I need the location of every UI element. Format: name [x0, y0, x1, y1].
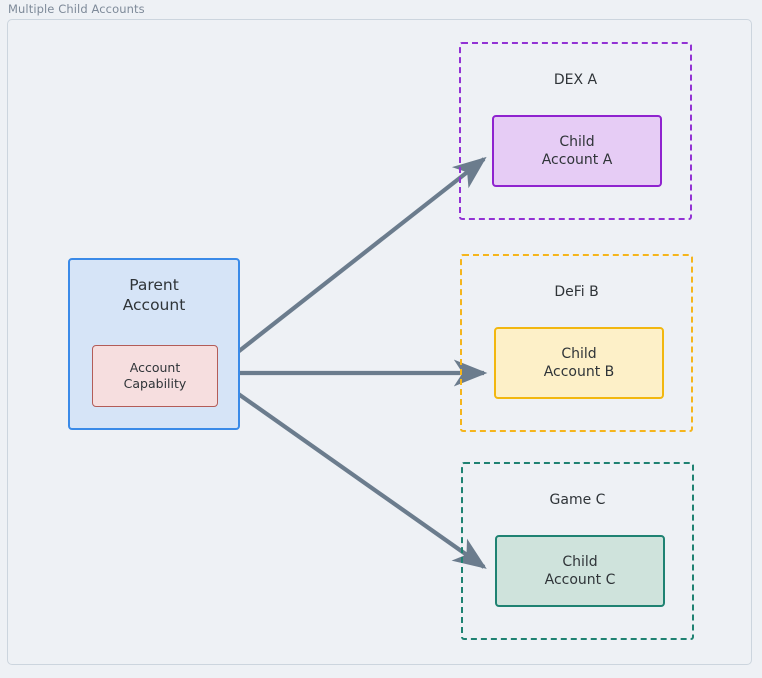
cluster-label-defi-b: DeFi B [554, 284, 599, 300]
node-child-account-c-label-line1: Child [562, 553, 598, 570]
diagram-title: Multiple Child Accounts [8, 2, 145, 16]
node-child-account-c-label-line2: Account C [544, 572, 616, 588]
node-child-account-b-label-line1: Child [561, 345, 597, 362]
node-child-account-b-label-line2: Account B [543, 364, 615, 380]
cluster-dex-a: DEX A [459, 42, 692, 220]
cluster-game-c: Game C [461, 462, 694, 640]
node-parent-account-label-line2: Account [122, 296, 186, 315]
node-child-account-a-label-line2: Account A [541, 152, 613, 168]
node-account-capability[interactable]: Account Capability [92, 345, 218, 407]
node-child-account-a-label-line1: Child [559, 133, 595, 150]
cluster-label-game-c: Game C [549, 492, 606, 508]
node-parent-account-label-line1: Parent [129, 276, 179, 294]
cluster-label-dex-a: DEX A [553, 72, 598, 88]
node-account-capability-label-line1: Account [129, 359, 181, 375]
node-account-capability-label-line2: Capability [123, 376, 187, 391]
node-child-account-c[interactable]: Child Account C [495, 535, 665, 607]
cluster-defi-b: DeFi B [460, 254, 693, 432]
node-child-account-b[interactable]: Child Account B [494, 327, 664, 399]
node-child-account-a[interactable]: Child Account A [492, 115, 662, 187]
